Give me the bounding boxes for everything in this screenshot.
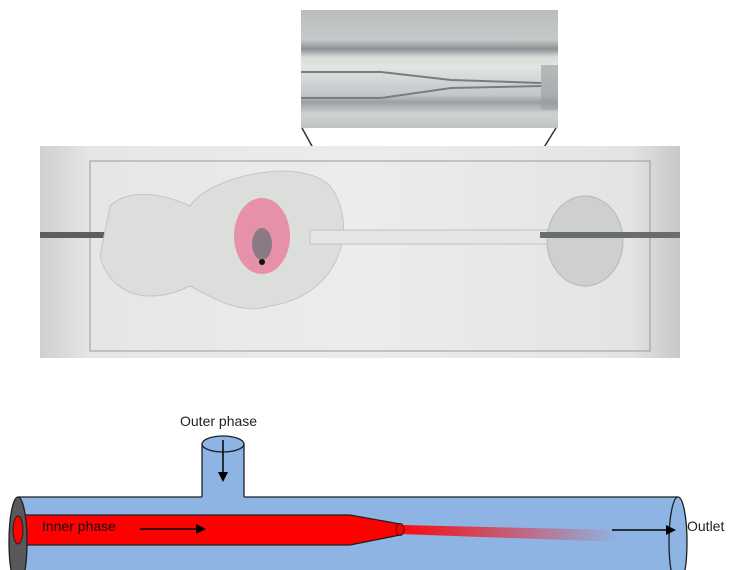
magnified-capillary-photo bbox=[301, 10, 558, 128]
device-photo bbox=[40, 146, 680, 358]
outer-phase-label: Outer phase bbox=[180, 413, 258, 429]
coflow-schematic bbox=[8, 435, 688, 570]
inner-phase-label: Inner phase bbox=[42, 518, 116, 534]
outlet-label: Outlet bbox=[687, 518, 725, 534]
